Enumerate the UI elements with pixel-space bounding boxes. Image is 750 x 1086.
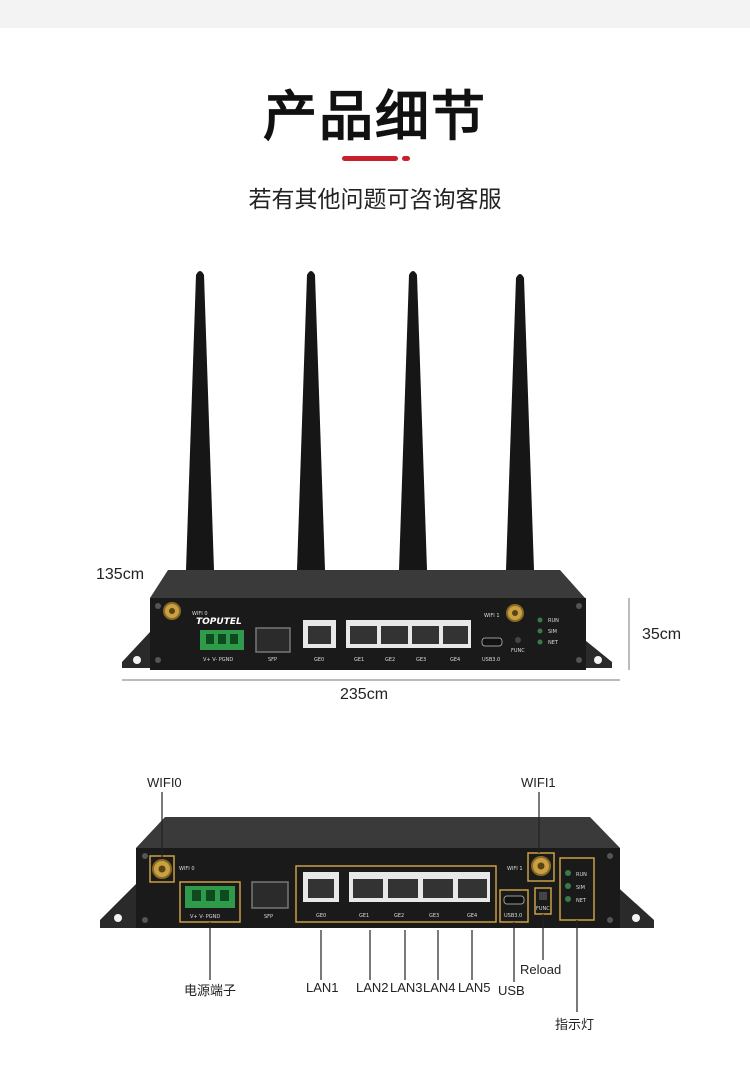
svg-text:NET: NET [548,640,559,646]
router-body-top [150,570,585,598]
svg-text:SFP: SFP [264,914,273,920]
detail-sfp-port [251,881,289,909]
callout-lan3: LAN3 [390,980,423,995]
page-subtitle: 若有其他问题可咨询客服 [248,187,502,213]
antenna-2 [297,271,325,570]
height-dimension: 35cm [642,626,682,643]
svg-text:USB3.0: USB3.0 [504,913,522,919]
svg-text:SIM: SIM [576,885,585,891]
svg-text:WIFI 0: WIFI 0 [179,866,195,872]
detail-usb-port [503,895,525,905]
callout-lan1: LAN1 [306,980,339,995]
svg-text:SIM: SIM [548,629,557,635]
usb-port [481,637,503,647]
power-silk: V+ V- PGND [203,657,233,663]
antennas [186,271,534,570]
width-dimension: 235cm [340,686,389,703]
antenna-4 [506,274,534,570]
svg-text:V+ V- PGND: V+ V- PGND [190,914,220,920]
wifi1-silk: WIFI 1 [484,613,500,619]
svg-text:RUN: RUN [576,872,587,878]
sfp-silk: SFP [268,657,277,663]
top-band [0,0,750,28]
brand-logo: TOPUTEL [196,617,242,627]
antenna-3 [399,271,427,570]
depth-dimension: 135cm [96,566,145,583]
svg-text:GE2: GE2 [394,913,404,919]
detail-body-top [136,817,620,848]
svg-text:FUNC: FUNC [511,648,525,654]
callout-usb: USB [498,983,525,998]
callout-reload: Reload [520,962,562,977]
svg-text:GE1: GE1 [359,913,369,919]
callout-wifi1: WIFI1 [521,775,556,790]
svg-text:GE4: GE4 [467,913,477,919]
title-accent-bar [342,156,398,161]
callout-lan5: LAN5 [458,980,491,995]
ge0-silk: GE0 [314,657,324,663]
callout-lan2: LAN2 [356,980,389,995]
svg-text:USB3.0: USB3.0 [482,657,500,663]
svg-text:WIFI 1: WIFI 1 [507,866,523,872]
svg-text:FUNC: FUNC [536,906,550,912]
antenna-1 [186,271,214,570]
detail-reload-button [539,892,547,900]
sfp-port [255,627,291,653]
svg-text:GE3: GE3 [429,913,439,919]
callout-wifi0: WIFI0 [147,775,182,790]
svg-text:GE4: GE4 [450,657,460,663]
title-accent-dot [402,156,410,161]
func-button [515,637,521,643]
svg-text:GE2: GE2 [385,657,395,663]
svg-text:GE1: GE1 [354,657,364,663]
callout-indicator-lights: 指示灯 [555,1017,595,1032]
callout-lan4: LAN4 [423,980,456,995]
callout-power-terminal: 电源端子 [184,983,237,998]
svg-text:NET: NET [576,898,587,904]
svg-text:RUN: RUN [548,618,559,624]
callout-lines [161,792,578,1012]
svg-text:GE0: GE0 [316,913,326,919]
wifi0-silk: WIFI 0 [192,611,208,617]
svg-text:GE3: GE3 [416,657,426,663]
page-title: 产品细节 [263,85,487,148]
